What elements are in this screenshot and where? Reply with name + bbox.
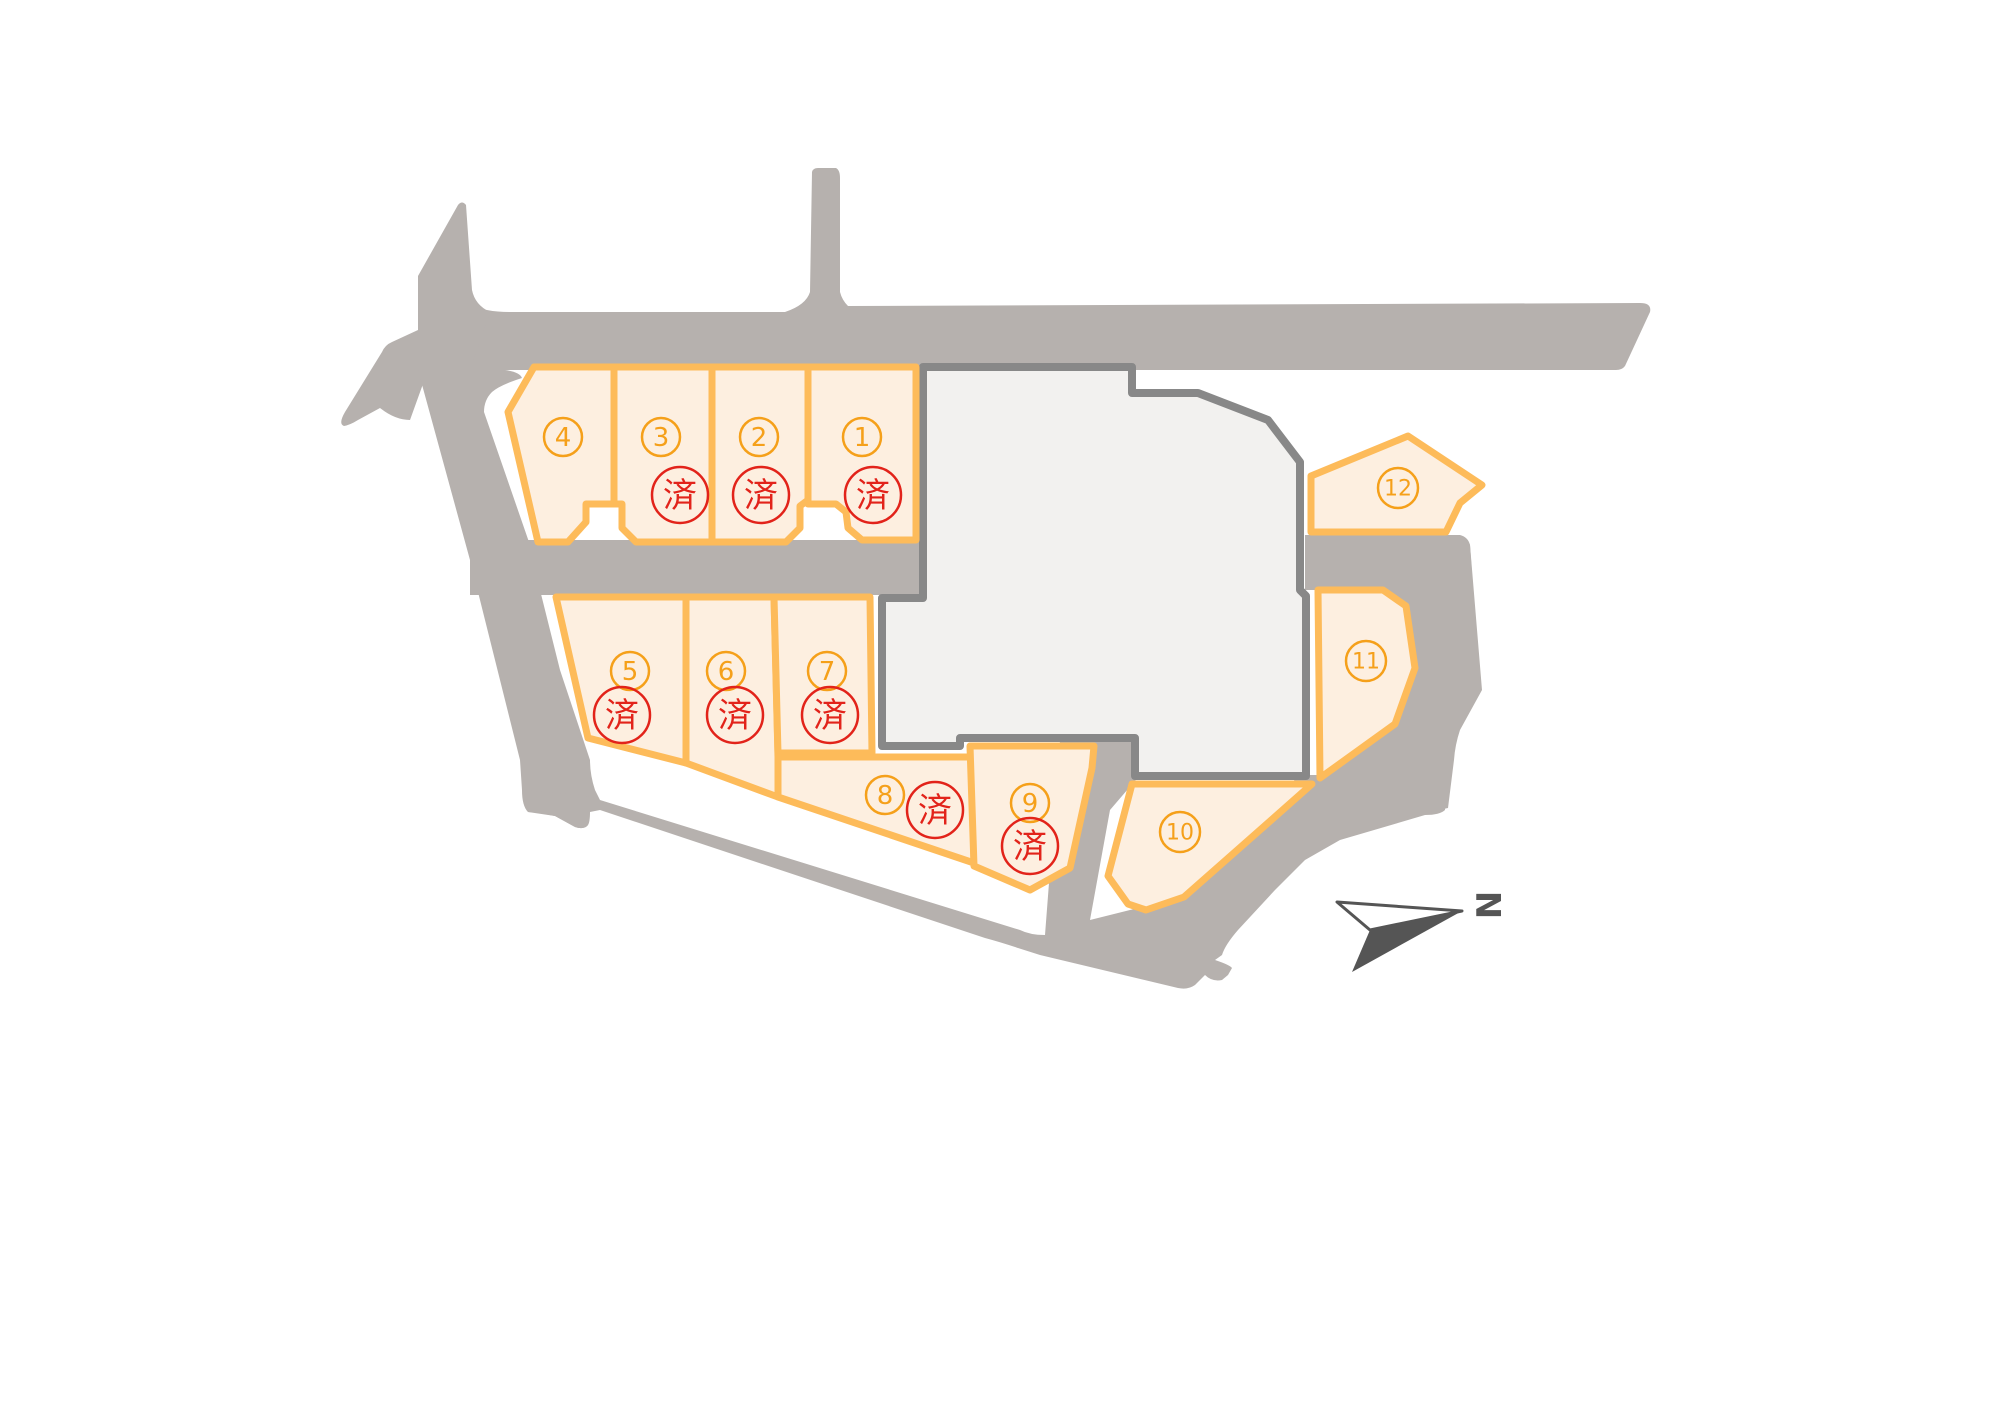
lot-3-sold-text: 済 [663,476,697,516]
sold-stamps: 済 済 済 済 済 済 済 済 [592,465,1060,876]
lot-8-number: 8 [864,774,906,816]
lot-8-sold-text: 済 [918,791,952,831]
lot-4[interactable] [504,363,618,546]
lot-5-number: 5 [609,650,651,692]
lot-9-sold-stamp: 済 [1000,816,1060,876]
lot-1-number: 1 [841,416,883,458]
lot-2-number-text: 2 [751,423,768,453]
lot-2-sold-text: 済 [744,476,778,516]
lot-10-number-text: 10 [1166,821,1194,846]
lot-7[interactable] [770,593,876,757]
lot-9-number-text: 9 [1022,789,1039,819]
road-west [418,370,915,829]
lot-3-number: 3 [640,416,682,458]
road-top [470,168,1651,370]
lot-10-number: 10 [1158,810,1202,854]
lot-11-number-text: 11 [1352,650,1380,675]
lot-6-sold-stamp: 済 [705,685,765,745]
lot-4-number-text: 4 [555,423,572,453]
lot-4-number: 4 [542,416,584,458]
lot-8-number-text: 8 [877,781,894,811]
lot-12-number: 12 [1376,466,1420,510]
lot-7-number-text: 7 [819,657,836,687]
lot-1-sold-text: 済 [856,476,890,516]
road-east [1305,535,1482,818]
lot-3-number-text: 3 [653,423,670,453]
lot-1-number-text: 1 [854,423,871,453]
road-inner-connector [470,540,920,595]
lot-12-number-text: 12 [1384,477,1412,502]
roads [341,168,1651,989]
compass-arrow-dark [1352,911,1462,972]
road-south [522,540,1480,989]
lot-11-number: 11 [1344,639,1388,683]
lot-2-number: 2 [738,416,780,458]
lot-6-number: 6 [705,650,747,692]
lot-5-sold-text: 済 [605,696,639,736]
lot-9-sold-text: 済 [1013,827,1047,867]
compass: N [1335,891,1510,972]
north-label: N [1470,891,1510,919]
central-block [878,363,1310,780]
lot-1[interactable] [804,363,920,544]
lot-number-labels: 4 3 2 1 5 6 7 8 [542,416,1420,854]
lot-3-sold-stamp: 済 [650,465,710,525]
lot-10[interactable] [1104,780,1316,914]
lot-6-number-text: 6 [718,657,735,687]
lot-5-sold-stamp: 済 [592,685,652,745]
lot-12[interactable] [1307,432,1486,536]
lot-2-sold-stamp: 済 [731,465,791,525]
lot-7-sold-text: 済 [813,696,847,736]
lots [504,363,1486,914]
lot-5-number-text: 5 [622,657,639,687]
lot-8-sold-stamp: 済 [905,780,965,840]
lot-6-sold-text: 済 [718,696,752,736]
lot-7-number: 7 [806,650,848,692]
lot-1-sold-stamp: 済 [843,465,903,525]
lot-9-number: 9 [1009,782,1051,824]
lot-7-sold-stamp: 済 [800,685,860,745]
road-northwest-branch [341,202,490,426]
lot-11[interactable] [1314,586,1419,782]
